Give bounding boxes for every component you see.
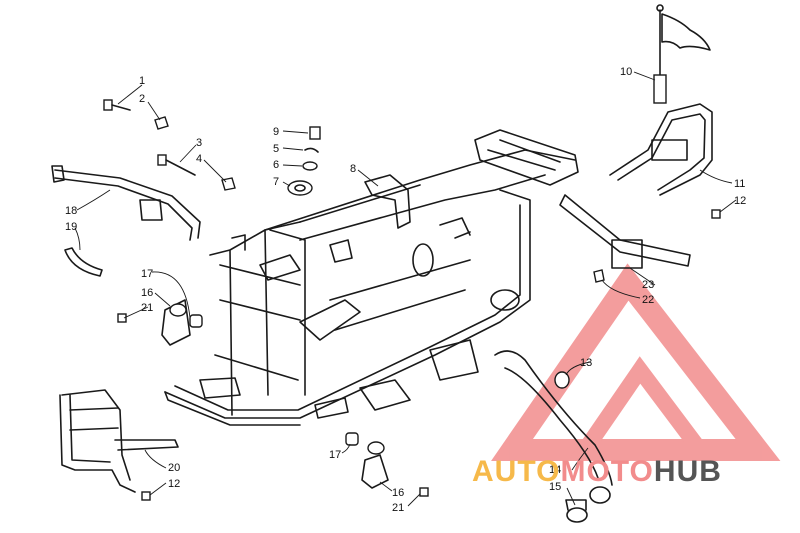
callout-10: 10 [620,66,632,78]
callout-5: 5 [273,143,279,155]
callout-4: 4 [196,153,202,165]
callout-labels: 1 2 3 4 5 6 7 8 9 10 11 12 12 13 14 15 1… [65,66,746,514]
callout-13: 13 [580,357,592,369]
callout-21b: 21 [392,502,404,514]
callout-2: 2 [139,93,145,105]
main-frame [164,129,579,426]
exhaust-pipe [494,350,613,504]
svg-text:AUTOMOTOHUB: AUTOMOTOHUB [472,455,722,488]
callout-18: 18 [65,205,77,217]
leader-lines [74,71,737,507]
callout-20: 20 [168,462,180,474]
flag [653,4,711,104]
callout-9: 9 [273,126,279,138]
callout-7: 7 [273,176,279,188]
callout-23: 23 [642,279,654,291]
rear-rack [609,103,713,196]
callout-19: 19 [65,221,77,233]
callout-16b: 16 [392,487,404,499]
callout-11: 11 [734,178,745,190]
callout-14: 14 [549,464,561,476]
callout-17b: 17 [329,449,341,461]
callout-21a: 21 [141,302,153,314]
callout-15: 15 [549,481,561,493]
callout-8: 8 [350,163,356,175]
callout-1: 1 [139,75,145,87]
watermark-logo [491,263,781,461]
callout-12a: 12 [734,195,746,207]
lower-guard [59,389,179,493]
callout-16a: 16 [141,287,153,299]
watermark-part-auto: AUTO [472,455,560,488]
watermark-text: AUTOMOTOHUB [472,455,722,488]
clamp [565,499,588,523]
strap [64,247,103,277]
rear-bumper [559,194,691,269]
callout-17a: 17 [141,268,153,280]
callout-3: 3 [196,137,202,149]
watermark-part-hub: HUB [654,455,722,488]
callout-12b: 12 [168,478,180,490]
watermark-part-moto: MOTO [560,455,653,488]
callout-22: 22 [642,294,654,306]
callout-6: 6 [273,159,279,171]
hardware [103,99,721,501]
front-rack [51,165,201,241]
